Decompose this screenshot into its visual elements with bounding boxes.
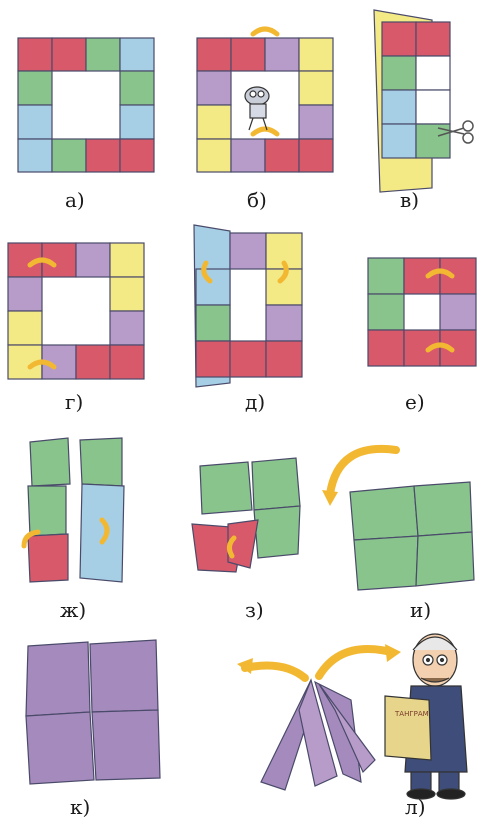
caption-v: в) [400, 188, 419, 212]
caption-l: л) [405, 795, 426, 819]
step-zh-drawing [18, 438, 148, 588]
book-title: ТАНГРАМ [394, 710, 429, 718]
caption-b: б) [247, 188, 267, 212]
step-zh-folding [18, 438, 148, 588]
step-b-drawing [197, 38, 337, 176]
caption-g: г) [65, 390, 83, 414]
step-a-drawing [18, 38, 158, 173]
caption-d: д) [245, 390, 265, 414]
step-z-drawing [188, 458, 308, 578]
step-k-violet-square [18, 640, 168, 788]
step-l-drawing: ТАНГРАМ [235, 600, 480, 800]
caption-k: к) [70, 795, 90, 819]
step-a-square-frame [18, 38, 158, 173]
step-g-drawing [8, 243, 148, 379]
caption-a: а) [65, 188, 85, 212]
step-i-drawing [320, 440, 480, 592]
caption-e: е) [405, 390, 425, 414]
caption-zh: ж) [60, 598, 86, 622]
step-e-drawing [368, 258, 478, 370]
step-d-drawing [188, 223, 318, 388]
step-b-frame-with-figure [197, 38, 337, 176]
step-v-folded-strip-cut [368, 10, 478, 200]
step-i-green-square [320, 440, 480, 592]
step-l-finished-model-with-character: ТАНГРАМ [235, 600, 480, 800]
step-e-small-frame [368, 258, 478, 370]
step-k-drawing [18, 640, 168, 788]
step-z-folding [188, 458, 308, 578]
step-v-drawing [368, 10, 478, 200]
step-g-square-frame [8, 243, 148, 379]
step-d-folded-frame [188, 223, 318, 388]
